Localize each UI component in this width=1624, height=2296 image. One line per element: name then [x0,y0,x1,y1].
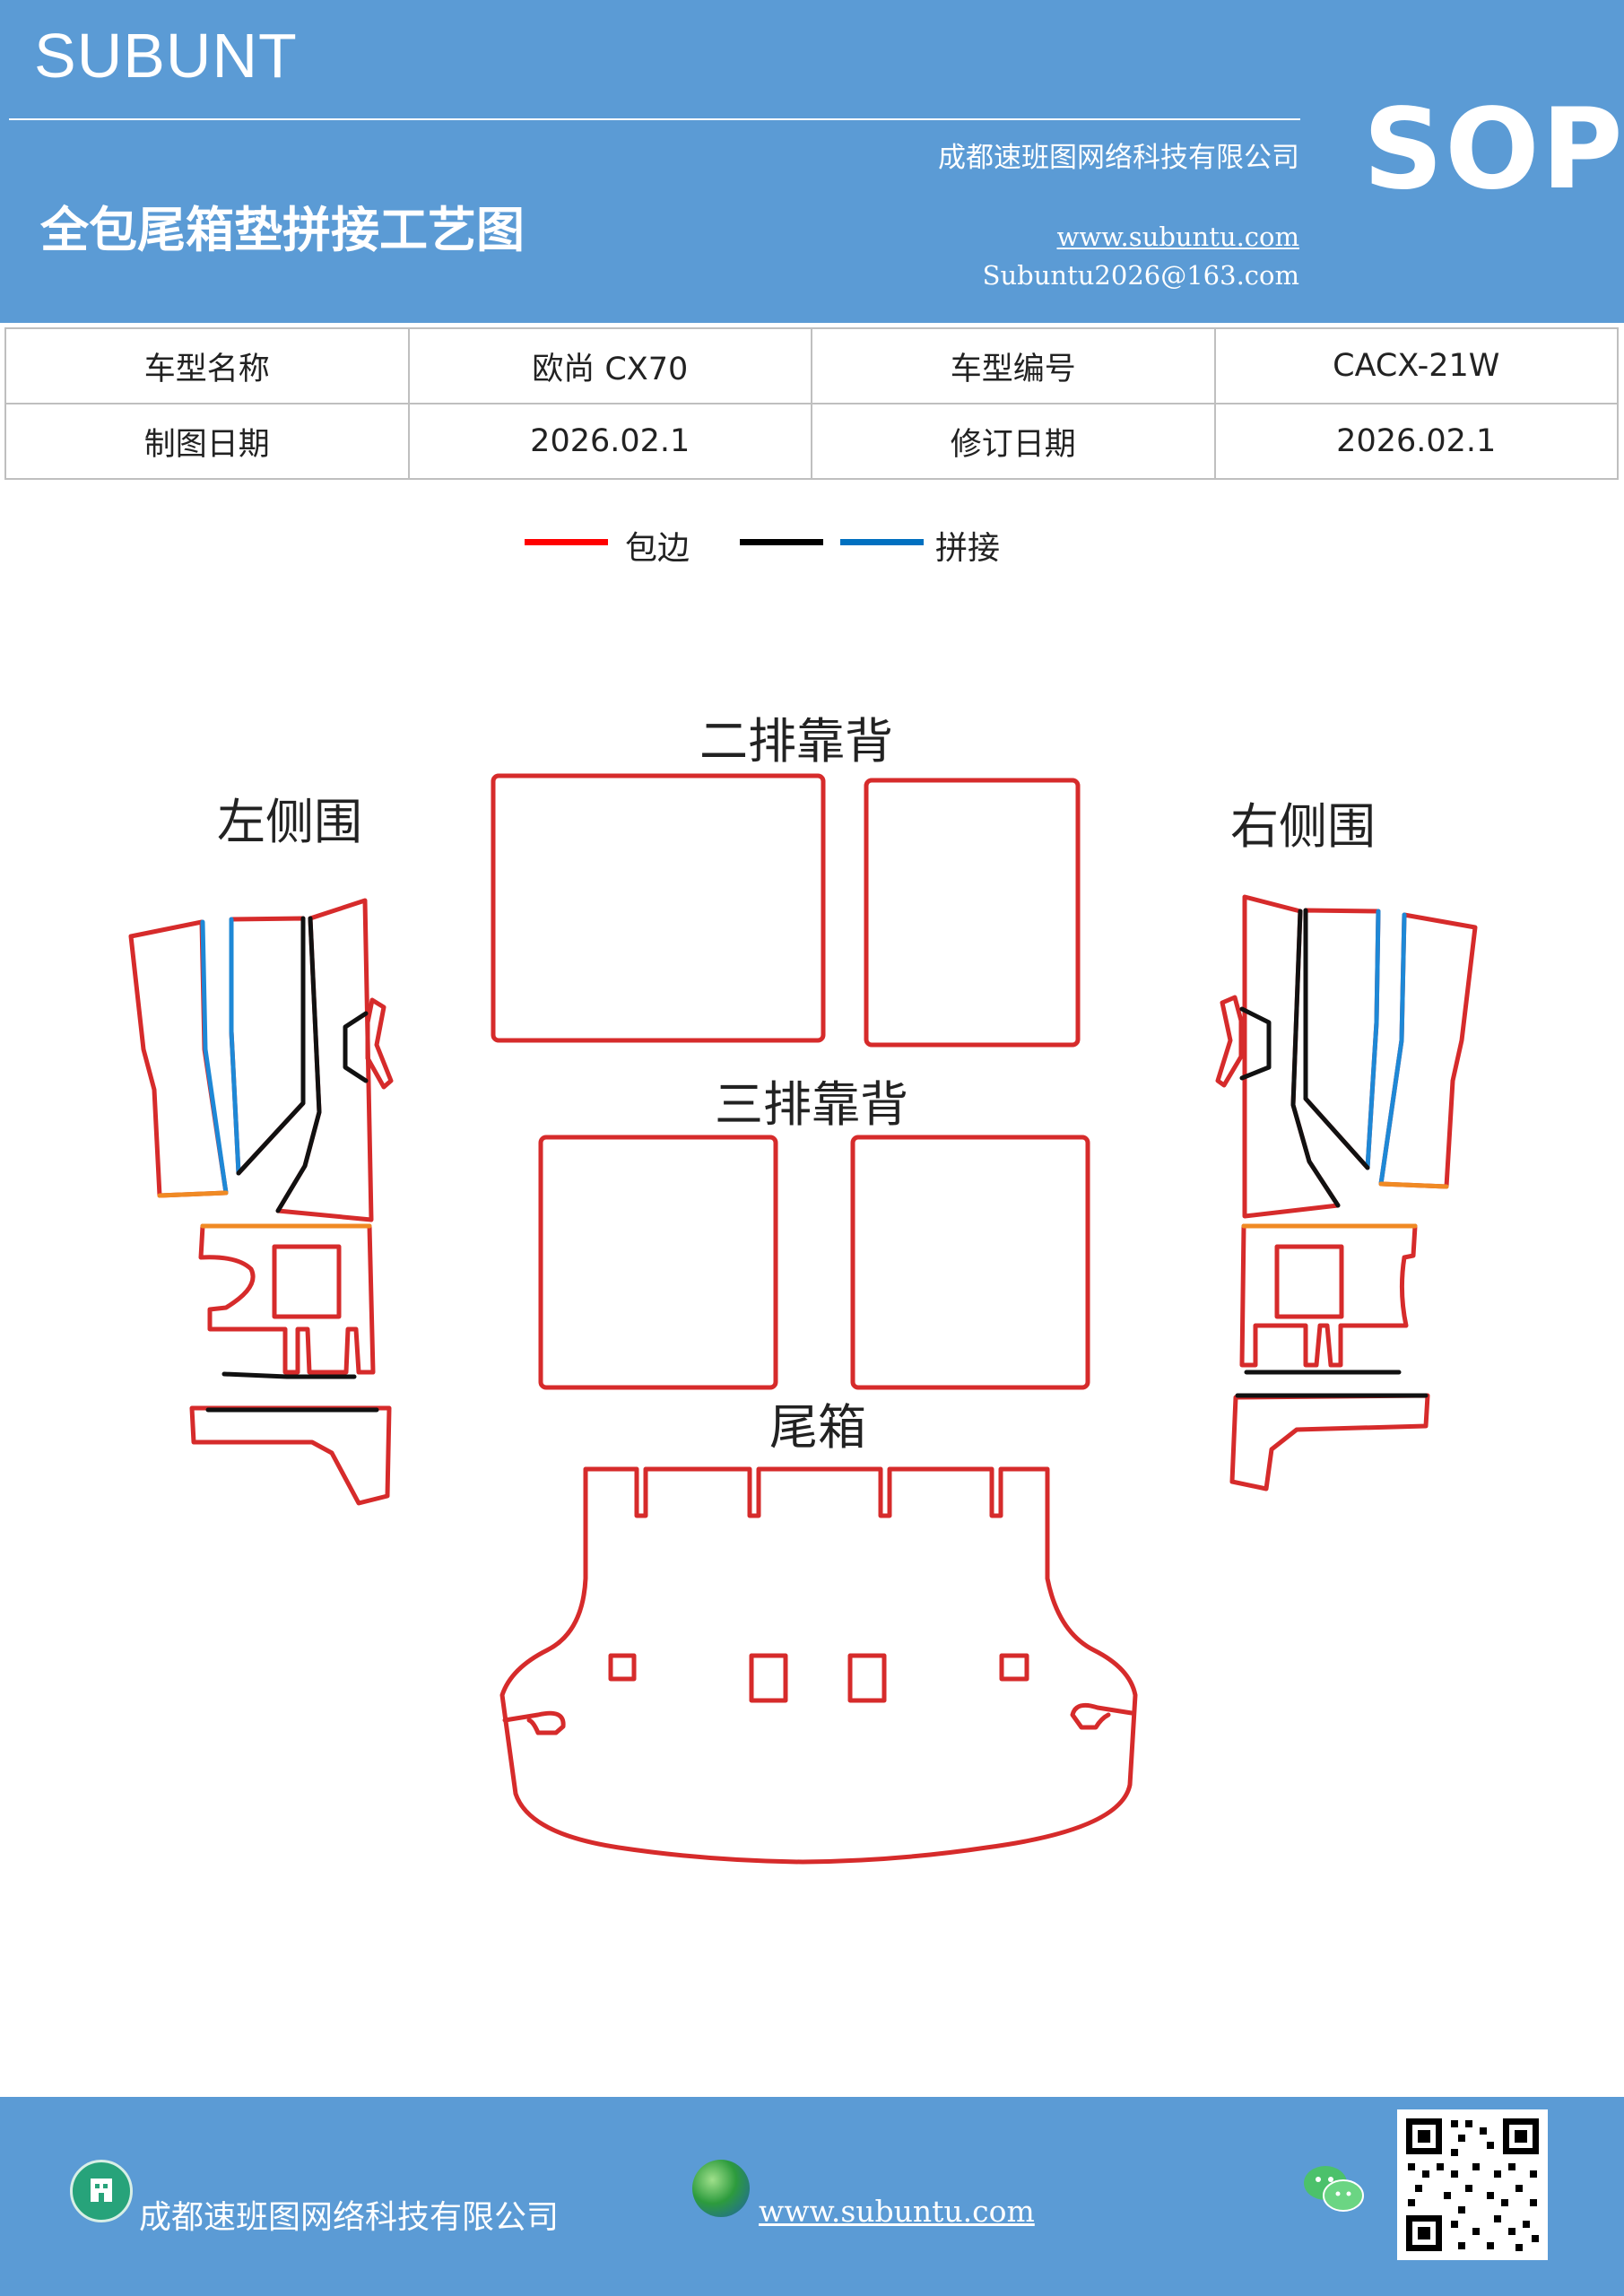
right-side-window [1274,1244,1344,1319]
left-side-tab [365,997,394,1090]
table-row: 制图日期 2026.02.1 修订日期 2026.02.1 [4,403,1619,480]
header-website-link[interactable]: www.subuntu.com [1056,222,1299,252]
label-second-row: 二排靠背 [699,713,893,770]
third-row-panel-left [538,1135,778,1390]
left-seam-blue-2 [229,917,241,1176]
right-side-strip-1 [1378,912,1478,1189]
left-side-window [272,1244,342,1319]
trunk-mat [499,1466,1138,1865]
second-row-panel-left [491,773,826,1043]
header-divider [9,118,1300,120]
table-cell: 修订日期 [811,403,1216,480]
left-side-lower [198,1223,376,1375]
qr-code[interactable] [1397,2109,1548,2260]
right-side-lower [1239,1223,1418,1368]
legend-blue-line [840,539,924,545]
right-side-bottom [1229,1393,1430,1492]
left-side-bottom [189,1405,392,1506]
globe-icon [692,2160,750,2217]
table-cell: 车型名称 [4,327,410,404]
table-cell: 制图日期 [4,403,410,480]
second-row-panel-right [864,778,1081,1048]
wechat-icon [1304,2166,1364,2212]
trunk-hole [999,1653,1029,1682]
legend-label-seam: 拼接 [935,530,1001,567]
legend: 包边 拼接 [0,520,1624,583]
header-company: 成都速班图网络科技有限公司 [938,142,1299,174]
document-title: 全包尾箱垫拼接工艺图 [40,202,525,258]
vehicle-info-table: 车型名称 欧尚 CX70 车型编号 CACX-21W 制图日期 2026.02.… [4,327,1619,480]
table-row: 车型名称 欧尚 CX70 车型编号 CACX-21W [4,327,1619,404]
right-seam-black-2 [1290,909,1341,1208]
trunk-right-notch [1070,1702,1134,1730]
left-seam-lower-black [221,1371,357,1379]
right-side-clip [1239,1006,1272,1081]
footer-company: 成都速班图网络科技有限公司 [139,2199,560,2236]
right-seam-blue-2 [1365,909,1381,1170]
left-side-strip-3 [275,898,374,1222]
right-seam-blue-1 [1378,912,1407,1187]
table-cell: CACX-21W [1213,327,1619,404]
left-seam-orange-1 [157,1190,229,1198]
sop-badge: SOP [1363,85,1624,214]
footer-banner: 成都速班图网络科技有限公司 www.subuntu.com [0,2097,1624,2296]
trunk-hole [847,1653,887,1703]
right-seam-black-1 [1303,908,1370,1170]
table-cell: 欧尚 CX70 [407,327,812,404]
left-side-strip-2 [229,916,306,1176]
label-left-side: 左侧围 [217,794,362,850]
legend-label-edge: 包边 [625,530,690,567]
left-side-strip-1 [128,919,229,1198]
legend-black-line [740,539,823,545]
third-row-panel-right [850,1135,1090,1390]
trunk-left-notch [502,1710,566,1735]
right-side-tab [1215,995,1244,1088]
header-email[interactable]: Subuntu2026@163.com [982,260,1299,291]
building-icon [70,2160,133,2222]
trunk-hole [608,1653,637,1682]
left-side-clip [343,1011,369,1083]
table-cell: 车型编号 [811,327,1216,404]
label-trunk: 尾箱 [769,1399,866,1456]
left-seam-blue-1 [200,919,229,1196]
trunk-hole [749,1653,788,1703]
left-seam-black-1 [236,916,306,1176]
right-side-strip-3 [1242,894,1341,1219]
footer-website-link[interactable]: www.subuntu.com [759,2194,1035,2229]
brand-name: SUBUNT [34,21,298,91]
table-cell: 2026.02.1 [407,403,812,480]
header-banner: SUBUNT 全包尾箱垫拼接工艺图 成都速班图网络科技有限公司 www.subu… [0,0,1624,323]
label-third-row: 三排靠背 [715,1076,908,1133]
right-side-strip-2 [1303,908,1381,1170]
right-seam-orange-1 [1378,1181,1449,1189]
label-right-side: 右侧围 [1230,798,1376,855]
left-seam-black-2 [275,916,322,1213]
table-cell: 2026.02.1 [1213,403,1619,480]
legend-red-line [525,539,608,545]
